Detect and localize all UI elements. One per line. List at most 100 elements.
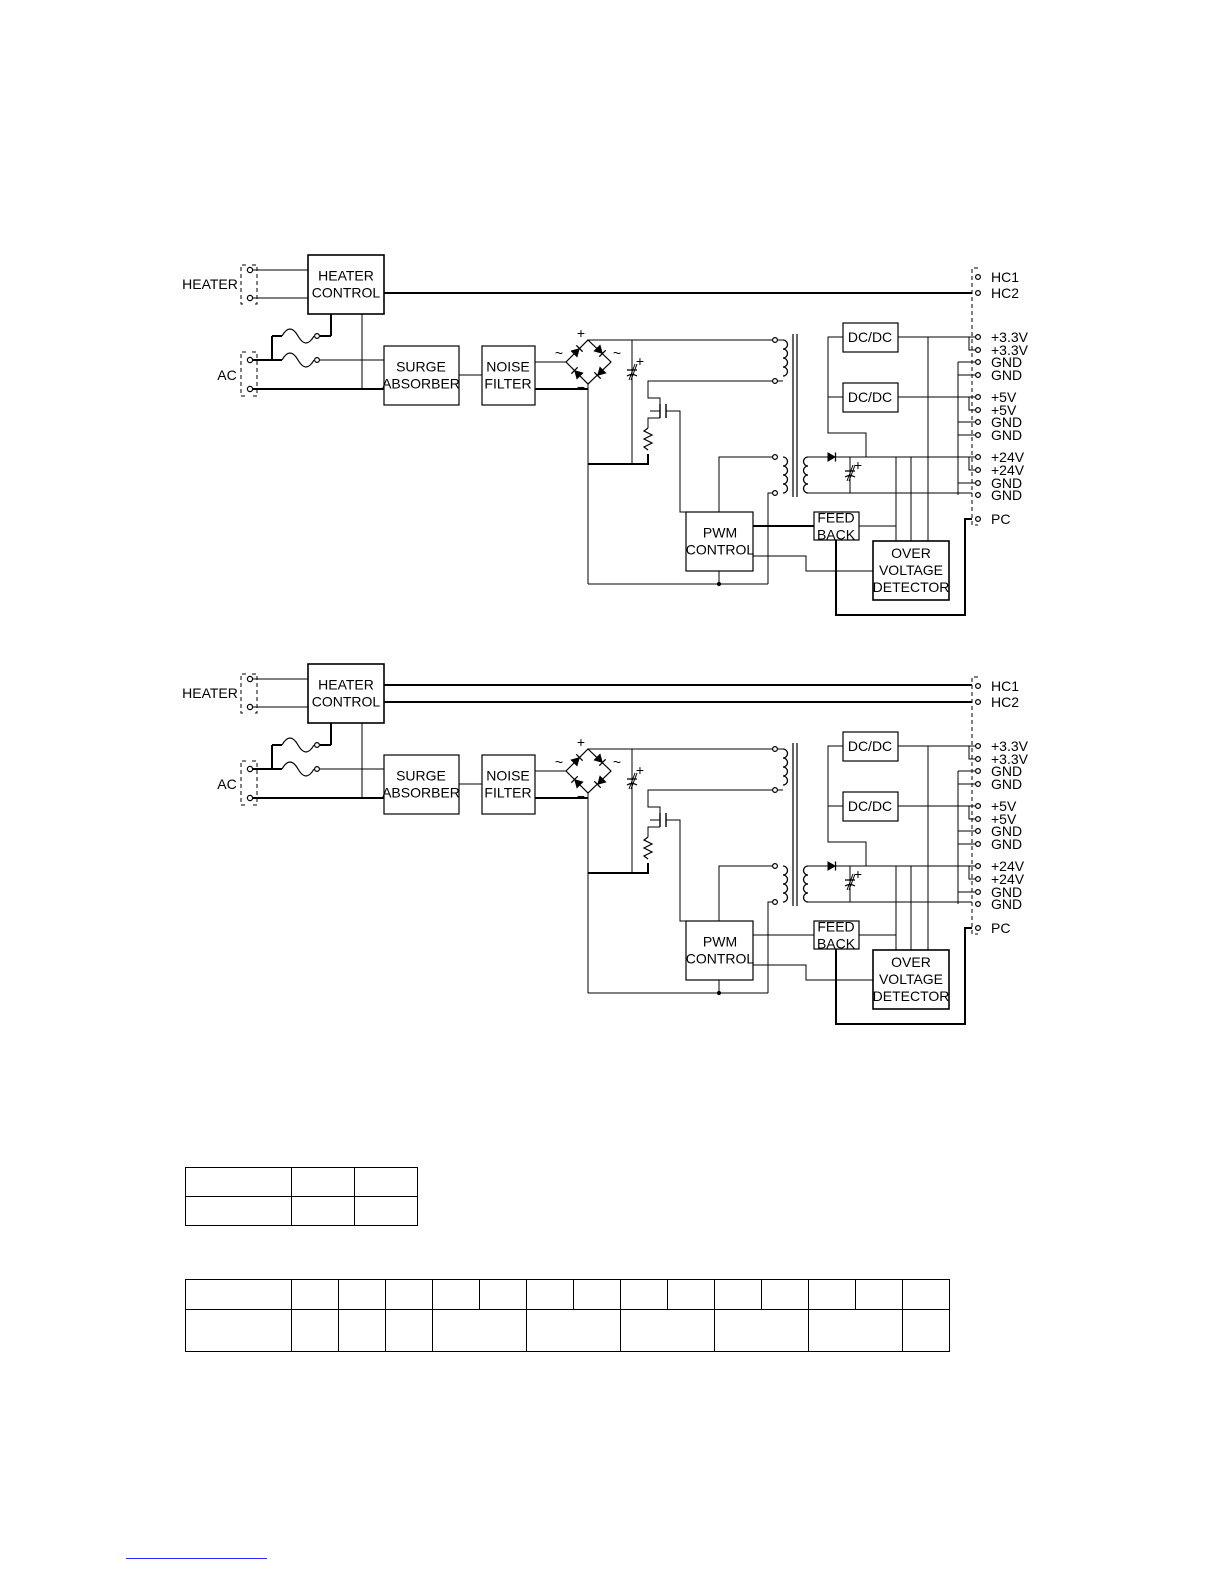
noise-filter-label: FILTER bbox=[484, 376, 531, 392]
table-cell bbox=[620, 1279, 668, 1310]
heater-control-block bbox=[307, 254, 385, 315]
dcdc-bottom-label: DC/DC bbox=[848, 798, 892, 814]
surge-absorber-label: SURGE bbox=[396, 359, 446, 375]
bridge-diode-bar bbox=[593, 371, 602, 380]
capacitor-plus-mark: + bbox=[854, 866, 862, 882]
dcdc-converter-block bbox=[842, 382, 899, 413]
output-pin-label: HC1 bbox=[991, 269, 1019, 285]
bridge-diode-body bbox=[597, 775, 607, 785]
feedback-label: BACK bbox=[817, 527, 856, 543]
wire-pc bbox=[835, 518, 972, 616]
bridge-diode bbox=[570, 753, 584, 767]
bridge-diode bbox=[570, 344, 584, 358]
over-voltage-detector-label: DETECTOR bbox=[873, 579, 950, 595]
bulk-capacitor-slash bbox=[628, 363, 636, 381]
table-cell bbox=[573, 1279, 621, 1310]
winding-terminal bbox=[771, 745, 778, 752]
wire bbox=[827, 336, 867, 457]
dcdc-top-label: DC/DC bbox=[848, 329, 892, 345]
ac-terminal bbox=[246, 356, 254, 364]
surge-absorber-label: SURGE bbox=[396, 768, 446, 784]
heater-input-label: HEATER bbox=[182, 685, 238, 701]
output-pin-terminal bbox=[974, 394, 981, 401]
winding-terminal bbox=[771, 454, 778, 461]
output-pin-terminal bbox=[974, 780, 981, 787]
bridge-diode-body bbox=[597, 366, 607, 376]
wire bbox=[767, 492, 773, 584]
heater-control-label: CONTROL bbox=[312, 694, 381, 710]
table-cell bbox=[385, 1279, 433, 1310]
feedback-label: FEED bbox=[817, 510, 854, 526]
table-row bbox=[185, 1279, 950, 1310]
output-pin-label: +3.3V bbox=[991, 342, 1029, 358]
table-cell bbox=[808, 1279, 856, 1310]
table-cell bbox=[338, 1309, 386, 1352]
heater-control-label: HEATER bbox=[318, 677, 374, 693]
output-pin-label: HC2 bbox=[991, 694, 1019, 710]
table-cell bbox=[526, 1309, 621, 1352]
ac-terminal bbox=[246, 385, 254, 393]
output-pin-terminal bbox=[974, 347, 981, 354]
bridge-rectifier bbox=[565, 748, 612, 794]
output-capacitor-slash bbox=[848, 464, 856, 482]
pwm-control-label: CONTROL bbox=[686, 951, 755, 967]
ac-terminal bbox=[246, 794, 254, 802]
heater-connector-bracket bbox=[252, 264, 258, 305]
bridge-diode-bar bbox=[575, 344, 584, 353]
junction-dot bbox=[716, 581, 722, 587]
table-cell bbox=[761, 1279, 809, 1310]
output-pin-label: PC bbox=[991, 511, 1010, 527]
sense-resistor bbox=[642, 836, 654, 860]
block-diagram-1: HEATERHEATERCONTROLACSURGEABSORBERNOISEF… bbox=[182, 254, 1029, 616]
output-pin-label: +3.3V bbox=[991, 738, 1029, 754]
output-pin-label: GND bbox=[991, 367, 1022, 383]
pwm-control-block bbox=[685, 511, 754, 572]
bridge-plus-mark: + bbox=[577, 734, 585, 750]
surge-absorber-block bbox=[383, 754, 460, 815]
winding-terminal bbox=[771, 862, 778, 869]
secondary-winding bbox=[802, 865, 809, 903]
wire-pc bbox=[835, 927, 972, 1025]
bridge-diode-body bbox=[574, 370, 584, 380]
table-cell bbox=[902, 1279, 950, 1310]
heater-connector-bracket bbox=[240, 264, 246, 305]
ac-input-label: AC bbox=[217, 367, 236, 383]
fuse-symbol bbox=[281, 328, 315, 344]
fuse-terminal bbox=[314, 741, 321, 748]
bulk-capacitor bbox=[626, 373, 638, 377]
ac-input-label: AC bbox=[217, 776, 236, 792]
table-row bbox=[185, 1167, 418, 1197]
wire bbox=[647, 380, 773, 404]
output-pin-label: +24V bbox=[991, 871, 1025, 887]
table-cell bbox=[291, 1196, 355, 1226]
pin-tie bbox=[968, 865, 975, 880]
output-pin-terminal bbox=[974, 827, 981, 834]
table-cell bbox=[855, 1279, 903, 1310]
wire bbox=[588, 863, 649, 874]
over-voltage-detector-label: DETECTOR bbox=[873, 988, 950, 1004]
bridge-ac-mark: ~ bbox=[555, 345, 563, 361]
noise-filter-label: NOISE bbox=[486, 768, 530, 784]
noise-filter-block bbox=[481, 754, 536, 815]
wire bbox=[666, 410, 686, 513]
output-pin-terminal bbox=[974, 515, 981, 522]
primary-winding bbox=[782, 339, 789, 377]
large-table bbox=[185, 1279, 950, 1352]
table-cell bbox=[354, 1196, 418, 1226]
output-pin-label: +5V bbox=[991, 798, 1017, 814]
wire bbox=[647, 826, 660, 837]
heater-control-label: HEATER bbox=[318, 268, 374, 284]
over-voltage-detector-label: VOLTAGE bbox=[879, 562, 943, 578]
over-voltage-detector-label: VOLTAGE bbox=[879, 971, 943, 987]
bridge-minus-mark: − bbox=[577, 379, 585, 395]
output-pin-label: GND bbox=[991, 884, 1022, 900]
bridge-diode-body bbox=[574, 779, 584, 789]
output-pin-terminal bbox=[974, 840, 981, 847]
noise-filter-block bbox=[481, 345, 536, 406]
output-pin-terminal bbox=[974, 815, 981, 822]
small-table bbox=[185, 1167, 418, 1226]
bridge-ac-mark: ~ bbox=[613, 345, 621, 361]
table-row bbox=[185, 1196, 418, 1226]
junction-dot bbox=[716, 990, 722, 996]
noise-filter-label: FILTER bbox=[484, 785, 531, 801]
